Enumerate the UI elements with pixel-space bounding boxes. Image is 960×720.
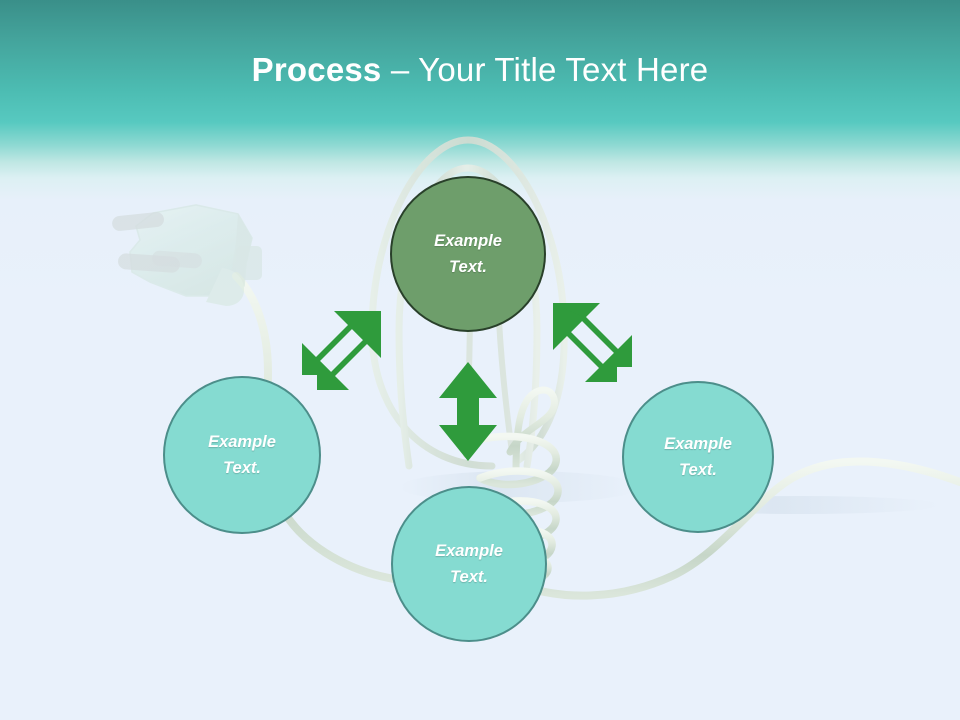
node-bottom-line2: Text. xyxy=(450,568,488,586)
node-top[interactable]: Example Text. xyxy=(390,176,546,332)
node-right-line1: Example xyxy=(664,435,732,453)
slide-title-light: – Your Title Text Here xyxy=(381,51,709,88)
node-left-line1: Example xyxy=(208,433,276,451)
lightbulb-hook xyxy=(506,386,558,474)
cable-right xyxy=(508,457,960,600)
node-left[interactable]: Example Text. xyxy=(163,376,321,534)
node-right[interactable]: Example Text. xyxy=(622,381,774,533)
arrow-center-vertical[interactable] xyxy=(439,362,497,461)
slide-title: Process – Your Title Text Here xyxy=(0,50,960,90)
arrow-top-left-diagonal[interactable] xyxy=(302,311,381,390)
electrical-plug xyxy=(112,204,262,306)
node-top-line2: Text. xyxy=(449,258,487,276)
arrow-top-right-diagonal[interactable] xyxy=(553,303,632,382)
node-bottom[interactable]: Example Text. xyxy=(391,486,547,642)
slide-title-bold: Process xyxy=(251,51,382,88)
node-right-line2: Text. xyxy=(679,461,717,479)
node-top-line1: Example xyxy=(434,232,502,250)
node-bottom-line1: Example xyxy=(435,542,503,560)
node-left-line2: Text. xyxy=(223,459,261,477)
